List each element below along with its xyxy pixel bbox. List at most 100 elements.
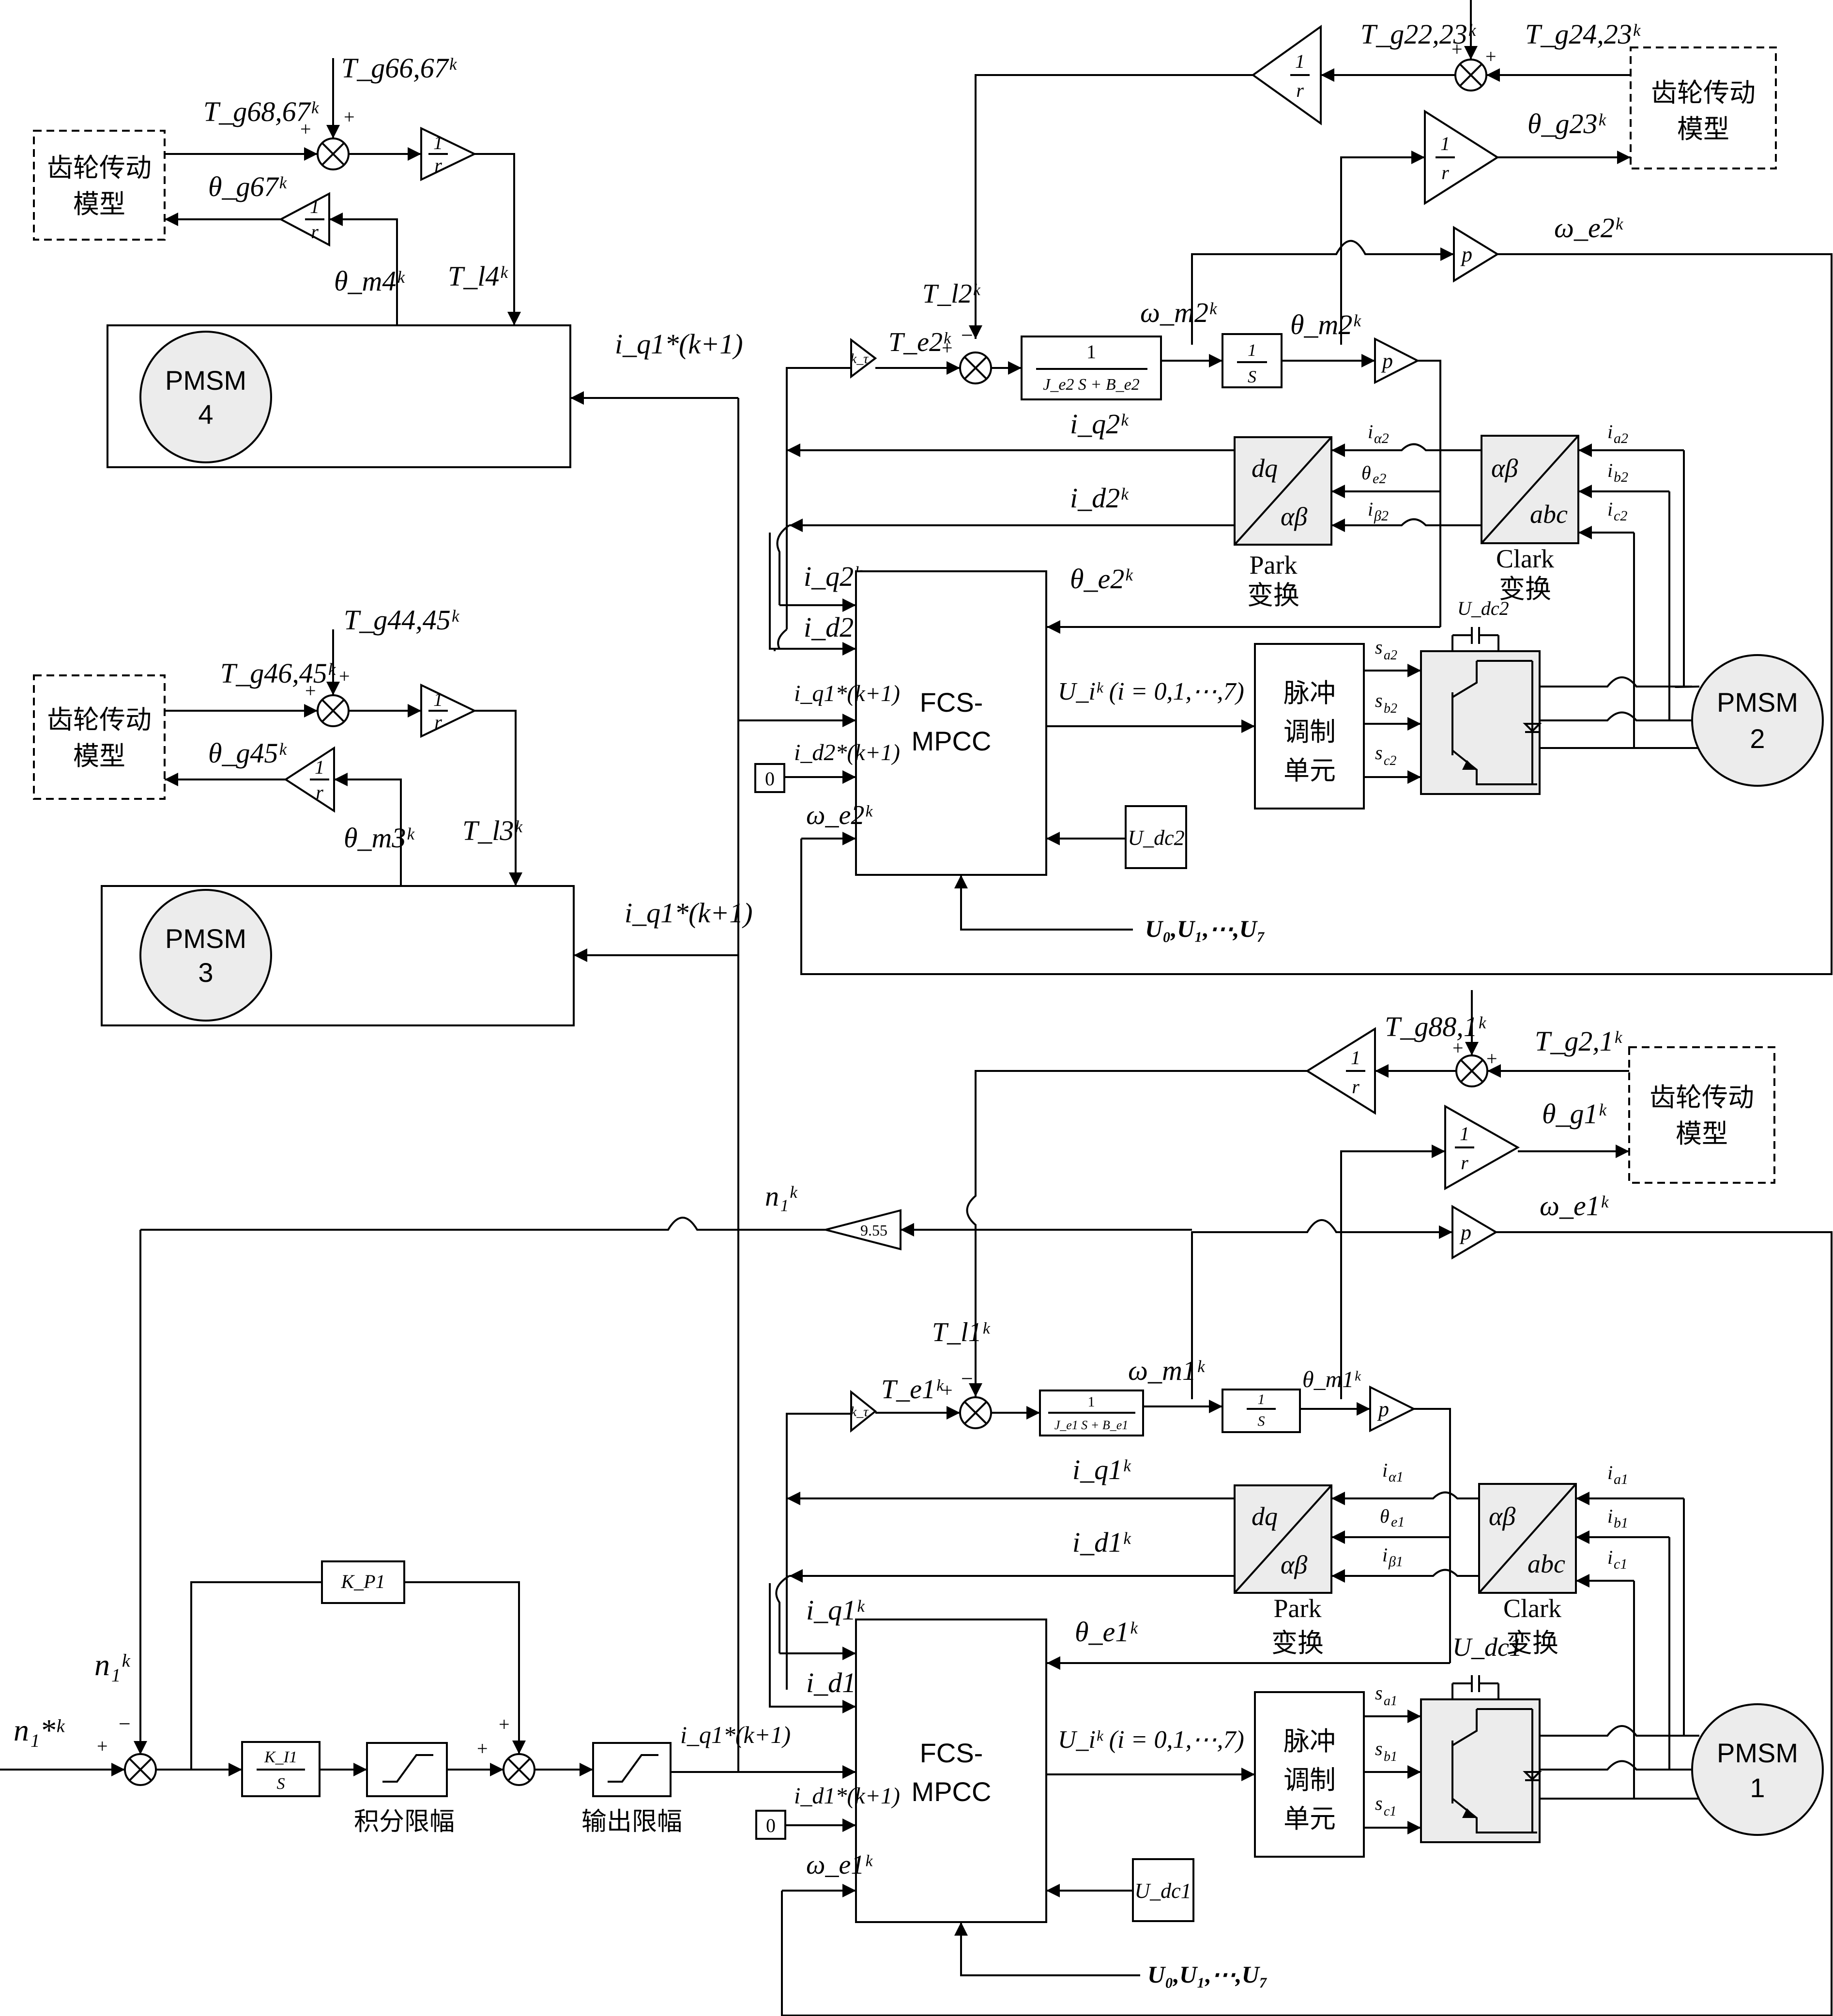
gear-model-label: 齿轮传动 [47,704,152,735]
gear-model-label: 模型 [1676,1118,1728,1149]
pmsm3-motor [139,889,272,1022]
tl2-label: T_l2ᵏ [922,279,981,309]
svg-text:+: + [1451,38,1463,60]
te1-label: T_e1ᵏ [881,1375,944,1405]
gain-p [1453,226,1499,283]
pulse-label: 脉冲 [1283,1726,1336,1756]
pulse-label: 脉冲 [1283,678,1336,708]
svg-text:θ: θ [1380,1505,1390,1527]
tg22-23-label: T_g22,23ᵏ [1360,18,1477,50]
svg-text:i: i [1607,1546,1613,1568]
svg-text:αβ: αβ [1281,1550,1307,1579]
pmsm4-motor [139,331,272,463]
svg-text:i: i [1382,1544,1388,1566]
svg-text:abc: abc [1530,500,1568,529]
id1-label: i_d1ᵏ [1072,1527,1131,1558]
svg-text:b2: b2 [1614,469,1628,485]
clark-label: 变换 [1506,1628,1558,1658]
svg-text:i: i [1607,421,1613,443]
fcs-mpcc-1 [855,1619,1047,1923]
svg-text:αβ: αβ [1491,454,1518,483]
gain-kt [850,337,877,379]
pmsm1-motor [1691,1703,1824,1836]
u-set-label: U₀,U₁,⋯,U₇ [1145,915,1265,942]
gear-model-label: 齿轮传动 [1651,77,1756,108]
svg-text:+: + [477,1738,488,1759]
pmsm1-label: PMSM [1717,1738,1798,1768]
pmsm4-label: PMSM [165,365,246,396]
theta-g67-label: θ_g67ᵏ [208,171,287,202]
pmsm3-label: PMSM [165,923,246,954]
gain-p [1451,1205,1498,1260]
svg-text:1: 1 [310,196,320,217]
svg-text:c1: c1 [1614,1556,1627,1572]
svg-text:p: p [1377,1397,1389,1421]
svg-text:1: 1 [1086,341,1096,363]
svg-text:+: + [344,106,355,128]
gear-model-label: 模型 [73,189,125,219]
svg-text:b1: b1 [1614,1515,1628,1531]
iq2-label: i_q2ᵏ [1070,408,1129,440]
svg-text:9.55: 9.55 [860,1222,887,1239]
zero-block-2 [754,763,785,793]
inverter-1 [1420,1698,1541,1843]
theta-m1-label: θ_m1ᵏ [1302,1367,1361,1392]
park-label: 变换 [1247,580,1299,611]
svg-text:1: 1 [1295,50,1305,72]
svg-text:+: + [300,118,311,140]
svg-text:1: 1 [433,132,443,153]
svg-text:a1: a1 [1614,1471,1628,1487]
svg-text:dq: dq [1252,1502,1278,1531]
svg-text:i: i [1607,459,1613,481]
svg-text:r: r [311,221,319,243]
svg-text:+: + [1486,1048,1497,1069]
tg2-1-label: T_g2,1ᵏ [1535,1025,1623,1057]
svg-text:1: 1 [1351,1047,1360,1069]
theta-g45-label: θ_g45ᵏ [208,737,287,769]
svg-text:r: r [1441,162,1449,183]
pmsm4-section: 齿轮传动 模型 0 1 r 1 r T_g68,67ᵏ T_g66,67ᵏ θ_… [33,52,571,468]
iq1-ref-label-pmsm3: i_q1*(k+1) [625,897,753,929]
gain-1-r [1305,1027,1376,1115]
udc1-block [1132,1858,1194,1922]
svg-text:U_dc1: U_dc1 [1134,1879,1191,1903]
theta-m2-label: θ_m2ᵏ [1290,309,1361,340]
pmsm4-number: 4 [198,399,213,429]
tl4-label: T_l4ᵏ [448,260,508,292]
svg-text:K_I1: K_I1 [264,1748,297,1766]
id2-label: i_d2ᵏ [1070,482,1129,514]
ui-label-1: U_iᵏ (i = 0,1,⋯,7) [1058,1726,1244,1754]
svg-text:i: i [1368,421,1373,443]
svg-text:1: 1 [1088,1394,1095,1410]
svg-text:+: + [499,1713,510,1735]
zero-block-1 [755,1810,786,1840]
svg-text:b1: b1 [1384,1749,1397,1764]
pmsm3-section: 齿轮传动 模型 1 r 1 r T_g46,45ᵏ T_g44,45ᵏ θ_g4… [33,604,575,1026]
svg-text:s: s [1375,742,1383,764]
svg-text:αβ: αβ [1489,1502,1515,1531]
svg-text:0: 0 [766,1815,776,1836]
svg-text:i: i [1607,1462,1613,1483]
svg-text:a2: a2 [1614,430,1628,446]
gain-955 [825,1209,901,1251]
theta-g1-label: θ_g1ᵏ [1542,1098,1607,1130]
svg-text:S: S [1248,367,1256,386]
theta-e1-label: θ_e1ᵏ [1075,1616,1138,1648]
svg-text:U_dc2: U_dc2 [1128,826,1184,850]
pi-output-iq1-ref-label: i_q1*(k+1) [680,1721,791,1748]
fcs2-iq1-ref-label: i_q1*(k+1) [794,681,900,706]
fcs-label: MPCC [912,726,992,756]
kp1-block [321,1560,405,1604]
tg66-67-label: T_g66,67ᵏ [341,52,458,84]
gear-model-box-3 [33,674,166,800]
pmsm1-drive: 齿轮传动 模型 1 r T_g88,1ᵏ T_g2,1ᵏ + + 1 r θ_g… [0,990,1833,2016]
fcs2-id2-label: i_d2ᵏ [804,611,863,643]
svg-text:i: i [1607,1505,1613,1527]
svg-text:s: s [1375,1682,1383,1704]
fcs1-we1-label: ω_e1ᵏ [806,1850,873,1880]
pmsm2-label: PMSM [1717,687,1798,718]
park-label: Park [1250,550,1298,580]
tl3-label: T_l3ᵏ [462,815,523,846]
svg-text:β1: β1 [1388,1554,1403,1570]
svg-text:θ: θ [1361,462,1371,484]
